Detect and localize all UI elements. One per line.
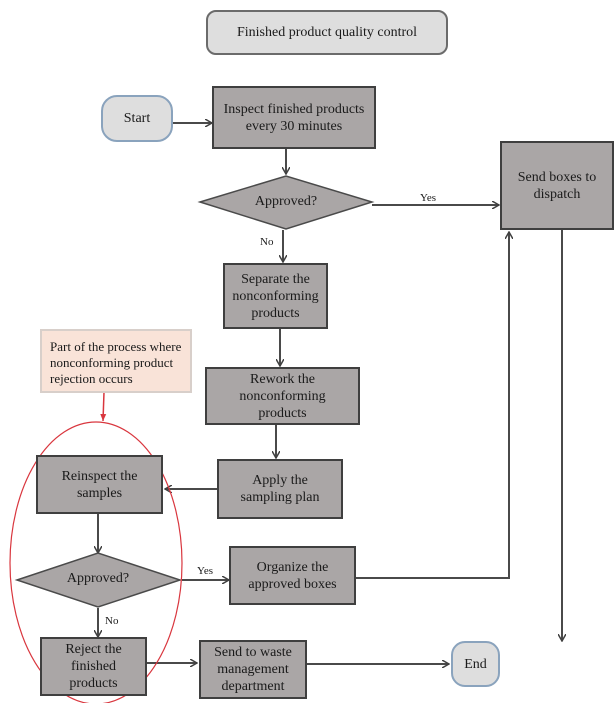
- end-terminal: End: [451, 641, 500, 687]
- sampling-label: Apply the sampling plan: [240, 473, 320, 505]
- yes1-label: Yes: [420, 192, 437, 204]
- inspect-label: Inspect finished products every 30 minut…: [223, 101, 365, 134]
- diagram-title: Finished product quality control: [206, 10, 448, 55]
- decision-approved-1: [197, 175, 375, 230]
- decision-approved-2: [14, 552, 183, 608]
- rework-label: Rework the nonconforming products: [239, 371, 326, 421]
- start-label: Start: [123, 111, 151, 126]
- reinspect-label: Reinspect the samples: [61, 468, 138, 501]
- approved1-label: Approved?: [254, 194, 318, 209]
- rework-process: Rework the nonconforming products: [205, 367, 360, 425]
- no2-label: No: [105, 615, 119, 627]
- sampling-process: Apply the sampling plan: [217, 459, 343, 519]
- waste-label: Send to waste management department: [214, 645, 292, 694]
- annotation-note: Part of the process where nonconforming …: [40, 329, 192, 393]
- no1-label: No: [260, 236, 274, 248]
- end-label: End: [464, 656, 487, 672]
- reject-label: Reject the finished products: [65, 642, 122, 691]
- edge-organize-dispatch: [356, 232, 509, 579]
- diagram-title-text: Finished product quality control: [236, 25, 418, 40]
- highlight-ellipse: [9, 421, 183, 703]
- reject-process: Reject the finished products: [40, 637, 147, 696]
- organize-process: Organize the approved boxes: [229, 546, 356, 605]
- annotation-arrow: [100, 391, 107, 422]
- yes2-label: Yes: [197, 565, 214, 577]
- waste-process: Send to waste management department: [199, 640, 307, 699]
- dispatch-label: Send boxes to dispatch: [517, 169, 597, 202]
- separate-label: Separate the nonconforming products: [232, 271, 319, 321]
- inspect-process: Inspect finished products every 30 minut…: [212, 86, 376, 149]
- annotation-text: Part of the process where nonconforming …: [50, 339, 182, 386]
- organize-label: Organize the approved boxes: [248, 559, 337, 592]
- separate-process: Separate the nonconforming products: [223, 263, 328, 329]
- approved2-label: Approved?: [66, 571, 130, 586]
- start-terminal: Start: [101, 95, 173, 142]
- reinspect-process: Reinspect the samples: [36, 455, 163, 514]
- dispatch-process: Send boxes to dispatch: [500, 141, 614, 230]
